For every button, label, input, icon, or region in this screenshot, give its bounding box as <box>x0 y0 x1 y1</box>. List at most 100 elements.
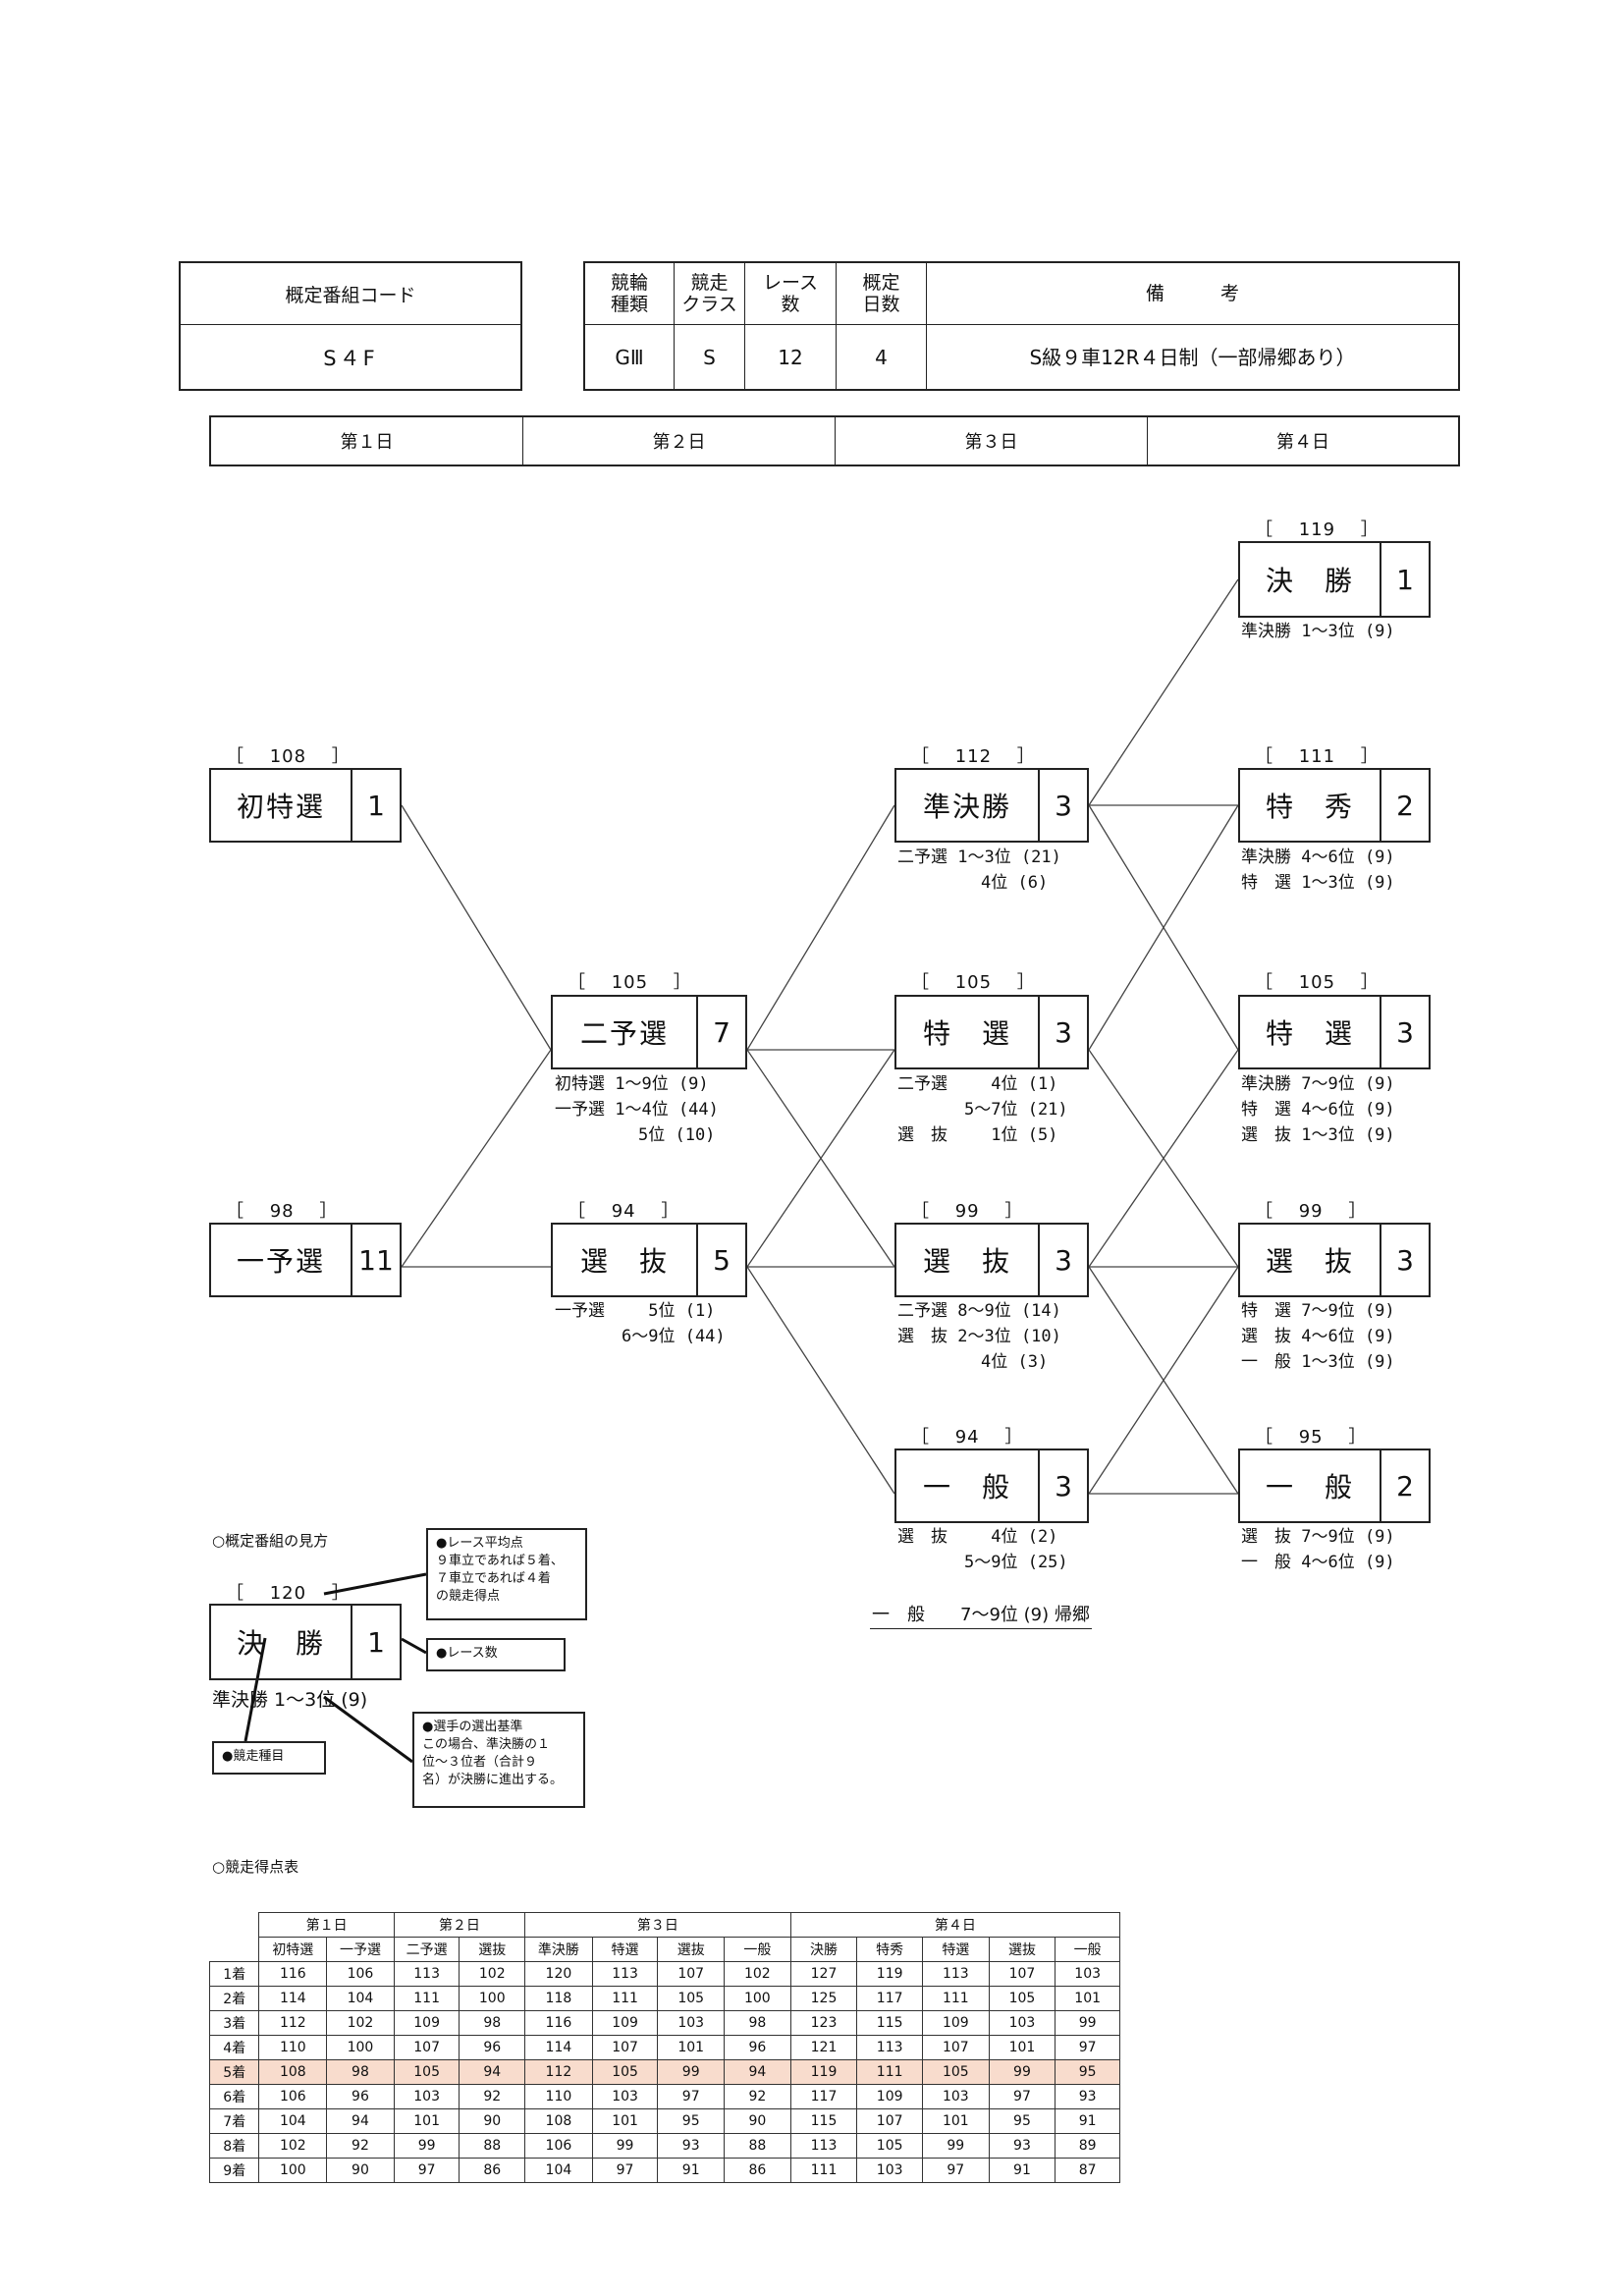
event-header: 一般 <box>1055 1937 1120 1962</box>
score-cell: 98 <box>459 2010 526 2036</box>
score-day-header-row: 第１日 第２日 第３日 第４日 <box>210 1912 1121 1938</box>
score-cell: 103 <box>856 2158 923 2183</box>
score-cell: 116 <box>524 2010 593 2036</box>
race-99b-avg: ［ 99 ］ <box>1255 1201 1368 1222</box>
race-98-avg: ［ 98 ］ <box>226 1201 339 1222</box>
event-header: 選抜 <box>459 1937 526 1962</box>
race-box-final: 決 勝 1 <box>1238 541 1431 618</box>
score-cell: 107 <box>856 2108 923 2134</box>
race-box-semifinal: 準決勝 3 <box>894 768 1089 843</box>
race-name: 決 勝 <box>236 1627 325 1660</box>
score-cell: 119 <box>789 2059 858 2085</box>
race-119-avg: ［ 119 ］ <box>1255 519 1380 540</box>
place-label: 8着 <box>208 2133 260 2159</box>
return-home-note: 一 般 7～9位 (9) 帰郷 <box>870 1601 1092 1629</box>
place-label: 5着 <box>208 2059 260 2085</box>
event-header: 特選 <box>591 1937 659 1962</box>
score-cell: 101 <box>393 2108 460 2134</box>
score-cell: 105 <box>988 1986 1056 2011</box>
score-cell: 88 <box>459 2133 526 2159</box>
score-cell: 104 <box>326 1986 395 2011</box>
remarks-value: S級９車12R４日制（一部帰郷あり） <box>1029 345 1356 369</box>
score-cell: 109 <box>856 2084 923 2109</box>
race-count: 5 <box>696 1225 745 1295</box>
race-name: 選 抜 <box>579 1245 669 1278</box>
race-94b-avg: ［ 94 ］ <box>911 1427 1024 1448</box>
score-day-3: 第３日 <box>524 1912 791 1938</box>
score-cell: 107 <box>657 1961 726 1987</box>
score-cell: 103 <box>1055 1961 1120 1987</box>
race-99a-criteria: 二予選 8～9位 (14) 選 抜 2～3位 (10) 4位 (3) <box>897 1301 1061 1372</box>
score-cell: 125 <box>789 1986 858 2011</box>
place-label: 2着 <box>208 1986 260 2011</box>
legend-avg: ［ 120 ］ <box>226 1583 351 1604</box>
legend-note-event: ●競走種目 <box>212 1741 326 1775</box>
score-cell: 113 <box>393 1961 460 1987</box>
program-code-label: 概定番組コード <box>181 263 520 325</box>
score-cell: 112 <box>258 2010 328 2036</box>
race-count: 1 <box>1380 543 1429 616</box>
score-cell: 97 <box>657 2084 726 2109</box>
day-1-header: 第１日 <box>211 417 523 465</box>
remarks-label: 備 考 <box>927 263 1458 325</box>
event-header: 一予選 <box>326 1937 395 1962</box>
race-count: 3 <box>1380 1225 1429 1295</box>
score-cell: 119 <box>856 1961 923 1987</box>
score-cell: 118 <box>524 1986 593 2011</box>
score-cell: 100 <box>724 1986 791 2011</box>
race-95-avg: ［ 95 ］ <box>1255 1427 1368 1448</box>
score-cell: 91 <box>988 2158 1056 2183</box>
score-cell: 98 <box>326 2059 395 2085</box>
race-105b-criteria: 二予選 4位 (1) 5～7位 (21) 選 抜 1位 (5) <box>897 1074 1068 1145</box>
score-cell: 97 <box>988 2084 1056 2109</box>
race-112-criteria: 二予選 1～3位 (21) 4位 (6) <box>897 847 1061 893</box>
score-cell: 101 <box>921 2108 990 2134</box>
score-cell: 107 <box>591 2035 659 2060</box>
score-cell: 88 <box>724 2133 791 2159</box>
class-value: S <box>675 325 745 389</box>
race-box-special-excellent: 特 秀 2 <box>1238 768 1431 843</box>
score-cell: 90 <box>724 2108 791 2134</box>
score-cell: 90 <box>326 2158 395 2183</box>
score-cell: 111 <box>591 1986 659 2011</box>
place-label: 4着 <box>208 2035 260 2060</box>
score-cell: 96 <box>724 2035 791 2060</box>
score-cell: 111 <box>789 2158 858 2183</box>
score-cell: 117 <box>789 2084 858 2109</box>
score-cell: 102 <box>258 2133 328 2159</box>
score-cell: 102 <box>326 2010 395 2036</box>
score-cell: 93 <box>988 2133 1056 2159</box>
race-name: 初特選 <box>236 791 325 823</box>
score-cell: 113 <box>789 2133 858 2159</box>
score-cell: 101 <box>657 2035 726 2060</box>
days-label: 概定 日数 <box>837 263 927 325</box>
race-94b-criteria: 選 抜 4位 (2) 5～9位 (25) <box>897 1527 1068 1572</box>
score-cell: 115 <box>856 2010 923 2036</box>
score-cell: 95 <box>657 2108 726 2134</box>
score-cell: 107 <box>921 2035 990 2060</box>
race-105c-avg: ［ 105 ］ <box>1255 972 1380 993</box>
score-cell: 90 <box>459 2108 526 2134</box>
race-112-avg: ［ 112 ］ <box>911 746 1036 767</box>
legend-criteria: 準決勝 1～3位 (9) <box>212 1689 368 1711</box>
event-header: 二予選 <box>393 1937 460 1962</box>
score-cell: 92 <box>326 2133 395 2159</box>
score-cell: 103 <box>393 2084 460 2109</box>
score-cell: 106 <box>326 1961 395 1987</box>
score-cell: 94 <box>724 2059 791 2085</box>
race-count: 2 <box>1380 1450 1429 1521</box>
score-cell: 96 <box>459 2035 526 2060</box>
event-header: 選抜 <box>988 1937 1056 1962</box>
event-header: 決勝 <box>789 1937 858 1962</box>
score-table-title: ○競走得点表 <box>212 1858 299 1876</box>
event-header: 選抜 <box>657 1937 726 1962</box>
race-name: 特 選 <box>1265 1017 1354 1050</box>
score-cell: 93 <box>1055 2084 1120 2109</box>
score-cell: 99 <box>657 2059 726 2085</box>
race-105a-avg: ［ 105 ］ <box>568 972 692 993</box>
